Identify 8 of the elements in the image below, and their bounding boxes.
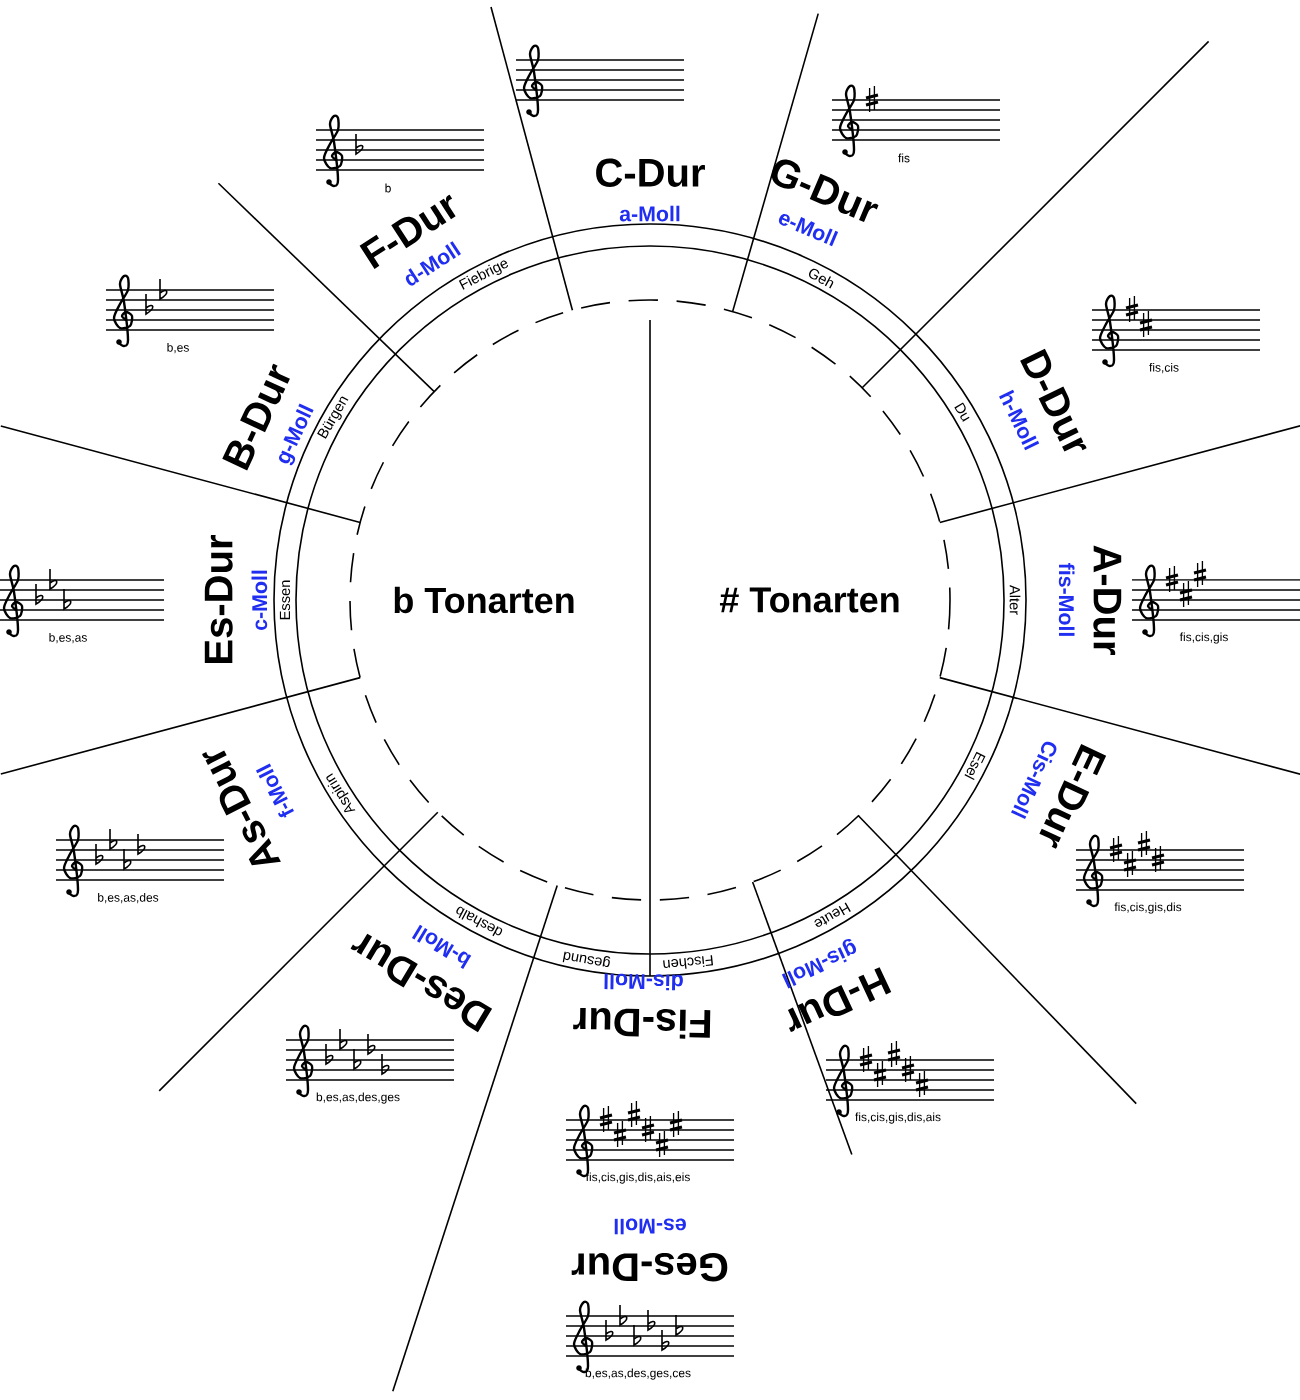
key-label: Fis-Dur dis-Moll — [573, 973, 711, 1039]
region-label: b Tonarten — [394, 586, 574, 614]
key-label: G-Dur e-Moll — [771, 159, 879, 247]
key-label: Ges-Dur es-Moll — [571, 1218, 728, 1282]
region-label: # Tonarten — [719, 587, 899, 613]
key-label: Es-Dur c-Moll — [204, 535, 268, 663]
key-label: C-Dur a-Moll — [596, 158, 705, 222]
key-label: A-Dur fis-Moll — [1058, 545, 1122, 655]
